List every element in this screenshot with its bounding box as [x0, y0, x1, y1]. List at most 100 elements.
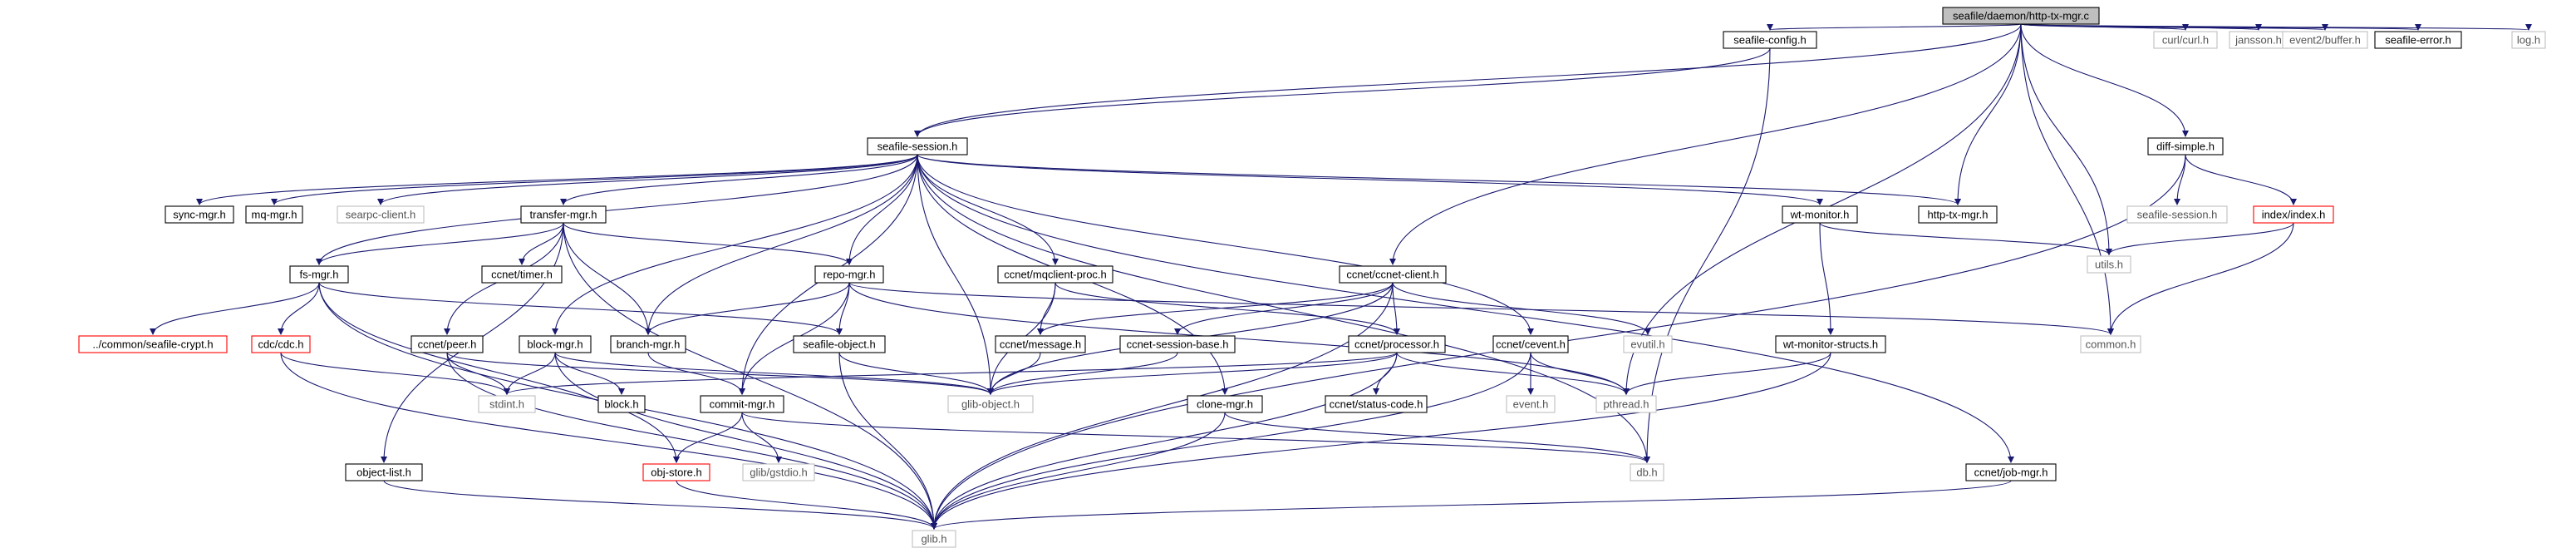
node-cdc[interactable]: cdc/cdc.h: [251, 335, 311, 353]
node-label: event.h: [1513, 398, 1549, 411]
edge-repo_mgr-to-pthread: [848, 282, 1630, 395]
edge-repo_mgr-to-common: [848, 282, 2114, 335]
node-ccnet-peer[interactable]: ccnet/peer.h: [410, 335, 484, 353]
node-ccnet-session-base[interactable]: ccnet-session-base.h: [1119, 335, 1236, 353]
edge-ccnet_client-to-ccnet_message: [1037, 282, 1394, 335]
node-ccnet-processor[interactable]: ccnet/processor.h: [1348, 335, 1446, 353]
node-block-mgr[interactable]: block-mgr.h: [519, 335, 592, 353]
node-fs-mgr[interactable]: fs-mgr.h: [289, 265, 349, 284]
edge-ccnet_peer-to-glib_object: [446, 352, 994, 395]
node-box: [2511, 31, 2546, 49]
node-label: ccnet/ccnet-client.h: [1346, 269, 1438, 281]
edge-root-to-ccnet_client: [1389, 23, 2022, 265]
node-glib-object: glib-object.h: [947, 395, 1034, 413]
node-ccnet-job[interactable]: ccnet/job-mgr.h: [1965, 463, 2057, 481]
node-wt-monitor-structs[interactable]: wt-monitor-structs.h: [1775, 335, 1886, 353]
node-branch-mgr[interactable]: branch-mgr.h: [610, 335, 686, 353]
node-ccnet-cevent[interactable]: ccnet/cevent.h: [1492, 335, 1569, 353]
node-obj-store[interactable]: obj-store.h: [642, 463, 710, 481]
node-clone-mgr[interactable]: clone-mgr.h: [1187, 395, 1263, 413]
node-ccnet-mq[interactable]: ccnet/mqclient-proc.h: [997, 265, 1113, 284]
node-http-tx-mgr[interactable]: http-tx-mgr.h: [1918, 205, 1998, 224]
node-label: repo-mgr.h: [823, 269, 876, 281]
node-jansson: jansson.h: [2229, 31, 2288, 49]
node-ccnet-client[interactable]: ccnet/ccnet-client.h: [1339, 265, 1447, 284]
node-box: [1965, 463, 2057, 481]
node-label: cdc/cdc.h: [258, 338, 304, 351]
node-label: block-mgr.h: [527, 338, 583, 351]
node-root[interactable]: seafile/daemon/http-tx-mgr.c: [1942, 7, 2100, 25]
node-box: [251, 335, 311, 353]
node-box: [995, 335, 1086, 353]
node-pthread: pthread.h: [1595, 395, 1657, 413]
node-label: glib/gstdio.h: [750, 467, 807, 479]
node-box: [814, 265, 884, 284]
node-event: event.h: [1506, 395, 1556, 413]
node-ccnet-message[interactable]: ccnet/message.h: [995, 335, 1086, 353]
node-box: [1506, 395, 1556, 413]
node-diff-simple[interactable]: diff-simple.h: [2147, 137, 2224, 156]
node-box: [1723, 31, 1817, 49]
node-box: [245, 205, 303, 224]
node-box: [867, 137, 968, 156]
node-repo-mgr[interactable]: repo-mgr.h: [814, 265, 884, 284]
node-seafile-error[interactable]: seafile-error.h: [2374, 31, 2462, 49]
edge-commit_mgr-to-obj_store: [673, 412, 743, 463]
node-box: [478, 395, 536, 413]
edge-transfer_mgr-to-repo_mgr: [563, 222, 853, 265]
edge-seafile_session-to-http_tx_mgr: [917, 154, 1961, 205]
edge-diff_simple-to-index_h: [2185, 154, 2297, 205]
node-transfer-mgr[interactable]: transfer-mgr.h: [520, 205, 607, 224]
node-box: [2282, 31, 2368, 49]
edge-ccnet_processor-to-stdint: [504, 352, 1398, 395]
node-label: glib-object.h: [961, 398, 1020, 411]
edge-seafile_object-to-glib_object: [838, 352, 994, 395]
edge-repo_mgr-to-branch_mgr: [645, 282, 850, 335]
edge-seafile_session-to-transfer_mgr: [560, 154, 918, 205]
node-box: [2374, 31, 2462, 49]
node-box: [610, 335, 686, 353]
node-log: log.h: [2511, 31, 2546, 49]
node-seafile-config[interactable]: seafile-config.h: [1723, 31, 1817, 49]
node-ccnet-status[interactable]: ccnet/status-code.h: [1325, 395, 1428, 413]
node-label: ccnet/mqclient-proc.h: [1004, 269, 1107, 281]
node-index-h[interactable]: index/index.h: [2253, 205, 2334, 224]
node-mq-mgr[interactable]: mq-mgr.h: [245, 205, 303, 224]
edge-ccnet_processor-to-glib: [931, 352, 1398, 530]
node-label: searpc-client.h: [346, 209, 416, 221]
node-label: pthread.h: [1604, 398, 1649, 411]
node-layer: seafile/daemon/http-tx-mgr.c seafile-conf…: [78, 7, 2546, 548]
node-box: [1348, 335, 1446, 353]
node-label: object-list.h: [356, 467, 411, 479]
node-box: [520, 205, 607, 224]
node-seafile-object[interactable]: seafile-object.h: [793, 335, 886, 353]
edge-clone_mgr-to-glib: [931, 412, 1226, 530]
node-box: [700, 395, 784, 413]
node-block[interactable]: block.h: [597, 395, 646, 413]
edge-index_h-to-utils: [2106, 222, 2294, 255]
node-box: [289, 265, 349, 284]
node-box: [1187, 395, 1263, 413]
node-seafile-crypt[interactable]: ../common/seafile-crypt.h: [78, 335, 228, 353]
node-box: [597, 395, 646, 413]
edge-object_list-to-glib: [383, 480, 937, 530]
node-ccnet-timer[interactable]: ccnet/timer.h: [481, 265, 563, 284]
node-box: [410, 335, 484, 353]
edge-clone_mgr-to-db: [1224, 412, 1650, 463]
edge-transfer_mgr-to-fs_mgr: [316, 222, 564, 265]
node-wt-monitor[interactable]: wt-monitor.h: [1782, 205, 1858, 224]
edge-seafile_session-to-fs_mgr: [316, 154, 918, 265]
node-sync-mgr[interactable]: sync-mgr.h: [165, 205, 234, 224]
node-commit-mgr[interactable]: commit-mgr.h: [700, 395, 784, 413]
edge-seafile_session-to-branch_mgr: [645, 154, 918, 335]
node-box: [912, 530, 956, 548]
edge-fs_mgr-to-seafile_object: [318, 282, 843, 335]
edge-fs_mgr-to-seafile_crypt: [150, 282, 320, 335]
node-box: [793, 335, 886, 353]
edge-seafile_config-to-db: [1644, 47, 1771, 463]
node-label: ../common/seafile-crypt.h: [92, 338, 213, 351]
node-object-list[interactable]: object-list.h: [345, 463, 423, 481]
edge-block_mgr-to-block: [554, 352, 625, 395]
node-seafile-session[interactable]: seafile-session.h: [867, 137, 968, 156]
node-label: seafile-object.h: [803, 338, 875, 351]
